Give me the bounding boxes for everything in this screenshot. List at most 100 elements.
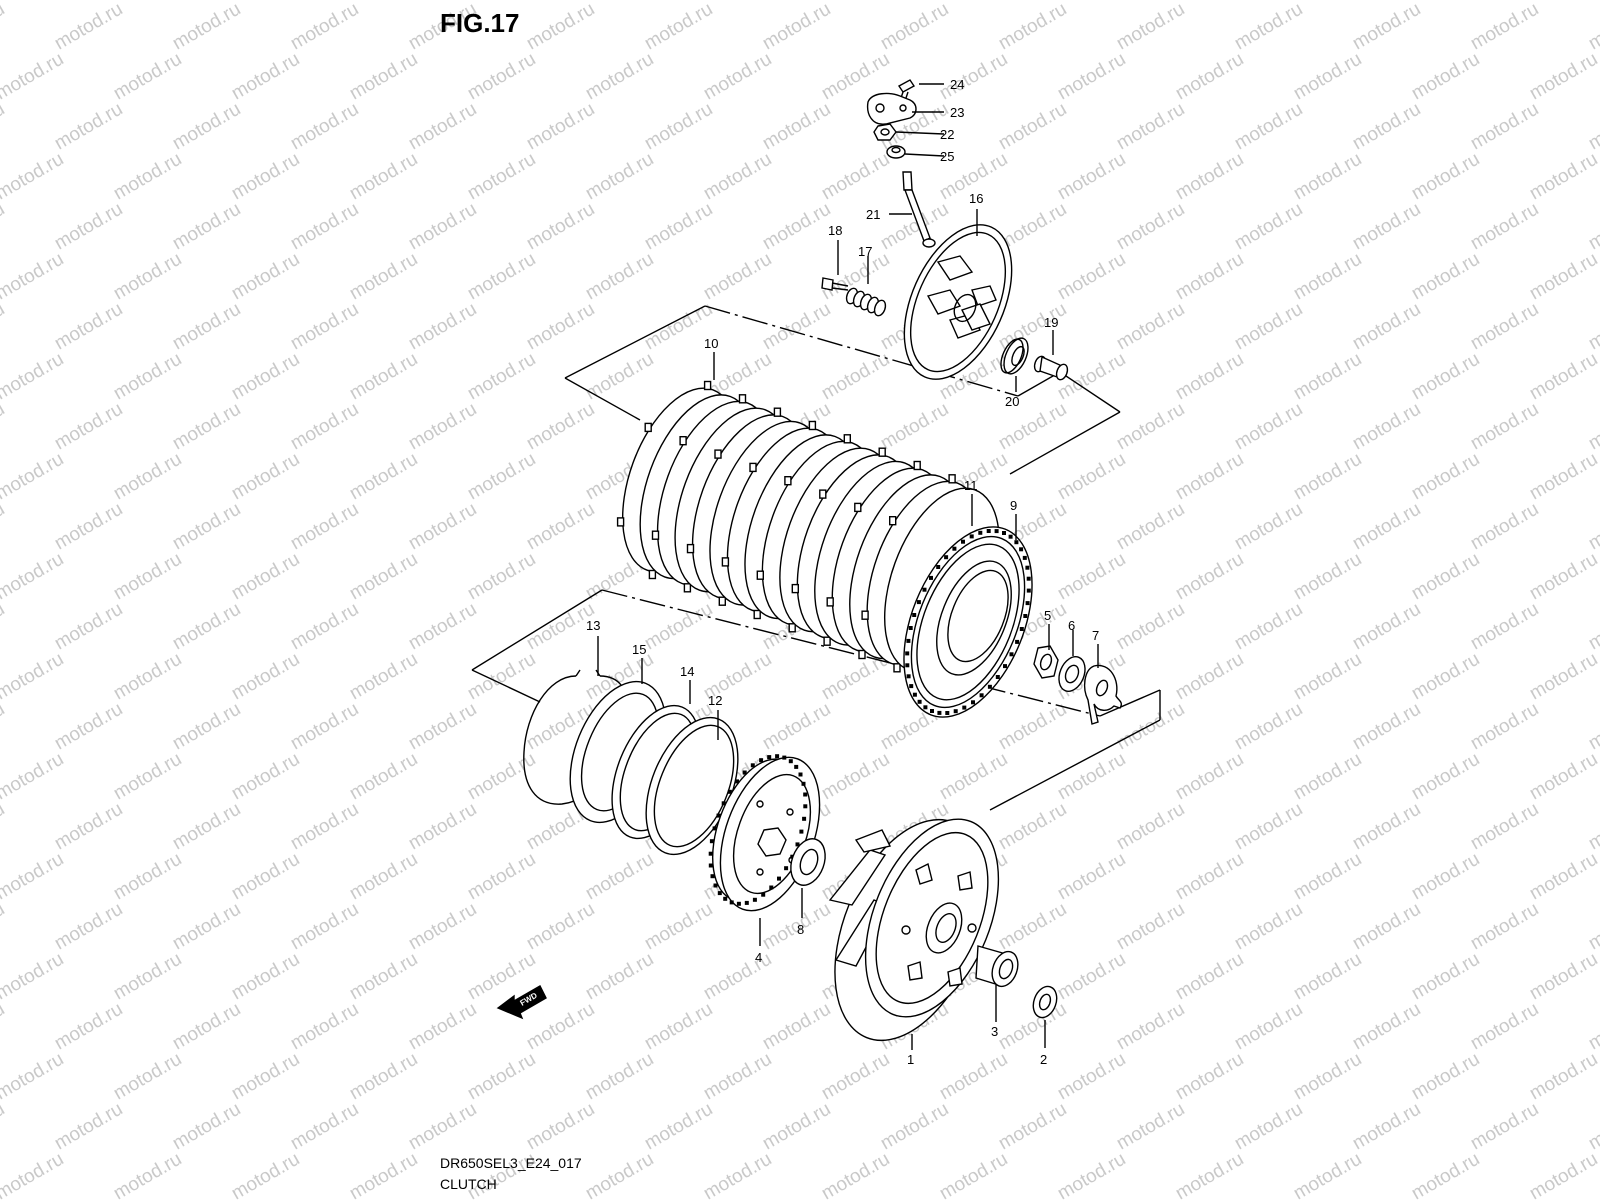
watermark-text: motod.ru [287, 199, 362, 255]
part-17-spring [845, 287, 887, 317]
watermark-text: motod.ru [228, 0, 303, 4]
callout-1: 1 [907, 1052, 914, 1067]
watermark-text: motod.ru [1172, 549, 1247, 605]
plate-tab [784, 476, 792, 486]
gear-tooth [769, 885, 774, 890]
watermark-text: motod.ru [1113, 199, 1188, 255]
watermark-text: motod.ru [1349, 699, 1424, 755]
watermark-text: motod.ru [0, 199, 8, 255]
hub-tooth [916, 600, 921, 605]
watermark-text: motod.ru [405, 799, 480, 855]
watermark-text: motod.ru [1054, 949, 1129, 1005]
watermark-text: motod.ru [405, 199, 480, 255]
callout-labels: 24 23 22 25 21 16 18 17 19 20 10 11 9 5 … [586, 77, 1099, 1067]
hub-tooth [922, 587, 927, 592]
callout-4: 4 [755, 950, 762, 965]
plate-tab [808, 420, 817, 431]
watermark-text: motod.ru [1172, 749, 1247, 805]
watermark-text: motod.ru [1113, 399, 1188, 455]
watermark-text: motod.ru [346, 0, 421, 4]
watermark-text: motod.ru [700, 149, 775, 205]
watermark-text: motod.ru [0, 299, 8, 355]
watermark-text: motod.ru [110, 749, 185, 805]
watermark-text: motod.ru [51, 199, 126, 255]
watermark-text: motod.ru [523, 199, 598, 255]
watermark-text: motod.ru [405, 599, 480, 655]
hub-tooth [1008, 534, 1013, 539]
watermark-text: motod.ru [169, 599, 244, 655]
part-2-washer [1032, 985, 1058, 1019]
watermark-text: motod.ru [0, 149, 67, 205]
hub-tooth [909, 684, 914, 689]
watermark-text: motod.ru [1054, 249, 1129, 305]
watermark-text: motod.ru [169, 199, 244, 255]
watermark-text: motod.ru [1231, 99, 1306, 155]
watermark-text: motod.ru [582, 849, 657, 905]
part-6-washer [1058, 656, 1086, 692]
plate-tab [679, 436, 687, 446]
watermark-text: motod.ru [0, 949, 67, 1005]
watermark-text: motod.ru [287, 299, 362, 355]
watermark-text: motod.ru [0, 499, 8, 555]
gear-tooth [794, 764, 799, 769]
watermark-text: motod.ru [346, 549, 421, 605]
plate-tab [616, 517, 625, 527]
watermark-text: motod.ru [169, 299, 244, 355]
watermark-text: motod.ru [877, 0, 952, 54]
watermark-text: motod.ru [110, 849, 185, 905]
watermark-text: motod.ru [1054, 749, 1129, 805]
watermark-text: motod.ru [228, 349, 303, 405]
callout-15: 15 [632, 642, 646, 657]
callout-23: 23 [950, 105, 964, 120]
watermark-text: motod.ru [1526, 49, 1600, 105]
plate-tab [913, 460, 921, 471]
hub-tooth [952, 546, 957, 551]
part-19-pin [1033, 355, 1069, 381]
watermark-text: motod.ru [287, 499, 362, 555]
watermark-text: motod.ru [51, 0, 126, 54]
callout-11: 11 [964, 478, 978, 493]
callout-19: 19 [1044, 315, 1058, 330]
watermark-text: motod.ru [287, 699, 362, 755]
watermark-text: motod.ru [110, 349, 185, 405]
watermark-text: motod.ru [1290, 149, 1365, 205]
watermark-text: motod.ru [0, 0, 67, 4]
watermark-text: motod.ru [169, 799, 244, 855]
plate-tab [791, 583, 799, 594]
watermark-text: motod.ru [1290, 849, 1365, 905]
hub-tooth [912, 613, 917, 617]
hub-tooth [930, 709, 934, 713]
watermark-text: motod.ru [818, 349, 893, 405]
plate-tab [823, 636, 831, 646]
gear-tooth [759, 758, 764, 763]
part-20-bearing [1000, 337, 1029, 375]
watermark-text: motod.ru [1526, 149, 1600, 205]
callout-25: 25 [940, 149, 954, 164]
callout-22: 22 [940, 127, 954, 142]
watermark-text: motod.ru [582, 949, 657, 1005]
watermark-text: motod.ru [1349, 399, 1424, 455]
watermark-text: motod.ru [0, 399, 8, 455]
watermark-text: motod.ru [1467, 99, 1542, 155]
watermark-text: motod.ru [1054, 0, 1129, 4]
watermark-text: motod.ru [1408, 149, 1483, 205]
leader-lines [597, 83, 1099, 1050]
watermark-text: motod.ru [582, 1149, 657, 1200]
watermark-text: motod.ru [995, 699, 1070, 755]
watermark-text: motod.ru [1408, 649, 1483, 705]
hub-tooth [1019, 627, 1024, 631]
watermark-text: motod.ru [1408, 749, 1483, 805]
watermark-text: motod.ru [1172, 249, 1247, 305]
watermark-text: motod.ru [818, 0, 893, 4]
watermark-text: motod.ru [51, 399, 126, 455]
part-1-clutch-housing [828, 818, 1000, 1042]
watermark-text: motod.ru [0, 249, 67, 305]
watermark-text: motod.ru [1467, 399, 1542, 455]
watermark-text: motod.ru [110, 1149, 185, 1200]
gear-tooth [803, 804, 808, 809]
watermark-text: motod.ru [1172, 1049, 1247, 1105]
watermark-text: motod.ru [405, 699, 480, 755]
part-25-seal [886, 145, 906, 159]
gear-tooth [735, 779, 739, 784]
callout-24: 24 [950, 77, 964, 92]
